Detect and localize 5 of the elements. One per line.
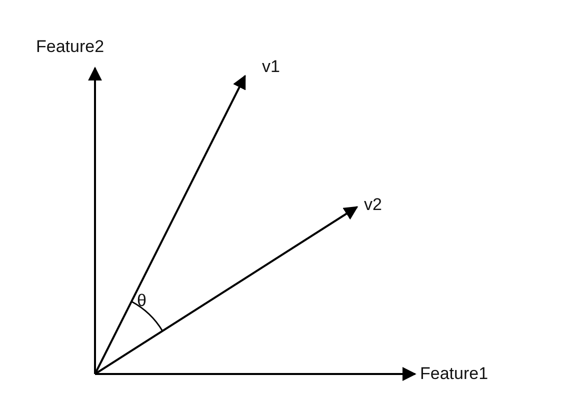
axis-label: Feature2 [36, 38, 104, 55]
vector-label: v1 [262, 58, 280, 75]
axis-label: Feature1 [420, 365, 488, 382]
angle-label: θ [137, 292, 146, 309]
vector-label: v2 [364, 196, 382, 213]
